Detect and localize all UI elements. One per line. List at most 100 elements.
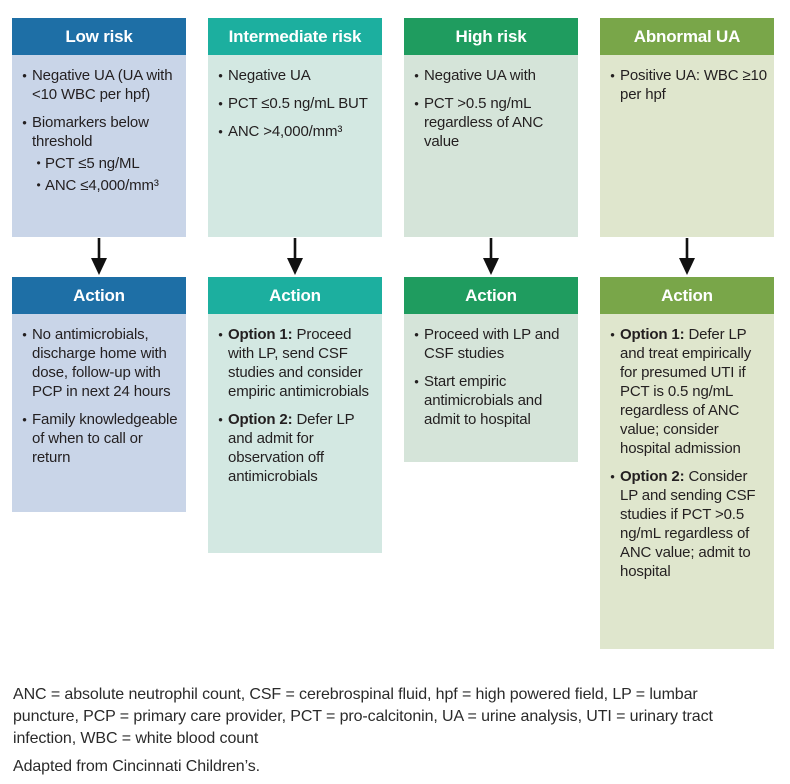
criteria-text: Negative UA bbox=[228, 67, 311, 84]
down-arrow-icon bbox=[12, 237, 186, 277]
option-label: Option 2: bbox=[228, 411, 293, 428]
criteria-header-label: Intermediate risk bbox=[228, 26, 362, 46]
criteria-body-abnormal-ua: • Positive UA: WBC ≥10 per hpf bbox=[600, 55, 774, 237]
criteria-box-abnormal-ua: Abnormal UA • Positive UA: WBC ≥10 per h… bbox=[600, 18, 774, 237]
down-arrow-icon bbox=[208, 237, 382, 277]
criteria-body-high-risk: • Negative UA with • PCT >0.5 ng/mL rega… bbox=[404, 55, 578, 237]
criteria-header-label: High risk bbox=[455, 26, 527, 46]
action-header-high-risk: Action bbox=[404, 277, 578, 314]
action-text-rest: Proceed with LP, send CSF studies and co… bbox=[228, 326, 369, 400]
criteria-text: Negative UA (UA with <10 WBC per hpf) bbox=[32, 67, 173, 103]
criteria-body-low-risk: • Negative UA (UA with <10 WBC per hpf) … bbox=[12, 55, 186, 237]
criteria-item: • Biomarkers below threshold bbox=[17, 113, 179, 151]
action-text: Option 2: Consider LP and sending CSF st… bbox=[620, 467, 767, 581]
criteria-text: PCT ≤0.5 ng/mL BUT bbox=[228, 95, 368, 112]
criteria-text: Positive UA: WBC ≥10 per hpf bbox=[620, 67, 767, 103]
source-attribution: Adapted from Cincinnati Children’s. bbox=[13, 758, 261, 775]
bullet-icon: • bbox=[414, 374, 419, 389]
action-item: • Family knowledgeable of when to call o… bbox=[17, 410, 179, 467]
criteria-text: Biomarkers below threshold bbox=[32, 114, 149, 150]
action-item: • Proceed with LP and CSF studies bbox=[409, 325, 571, 363]
action-header-label: Action bbox=[465, 285, 517, 305]
bullet-icon: • bbox=[22, 115, 27, 130]
abbreviations-text: ANC = absolute neutrophil count, CSF = c… bbox=[13, 686, 713, 747]
bullet-icon: • bbox=[218, 96, 223, 111]
criteria-box-intermediate-risk: Intermediate risk • Negative UA • PCT ≤0… bbox=[208, 18, 382, 237]
action-header-intermediate-risk: Action bbox=[208, 277, 382, 314]
criteria-item: • ANC >4,000/mm³ bbox=[213, 122, 375, 141]
action-text: No antimicrobials, discharge home with d… bbox=[32, 326, 171, 400]
criteria-item: • Negative UA (UA with <10 WBC per hpf) bbox=[17, 66, 179, 104]
criteria-item: • Negative UA bbox=[213, 66, 375, 85]
column-high-risk: High risk • Negative UA with • PCT >0.5 … bbox=[404, 18, 578, 462]
action-header-low-risk: Action bbox=[12, 277, 186, 314]
columns-row: Low risk • Negative UA (UA with <10 WBC … bbox=[12, 18, 774, 649]
action-item: • Option 2: Defer LP and admit for obser… bbox=[213, 410, 375, 486]
action-text-rest: Defer LP and treat empirically for presu… bbox=[620, 326, 752, 457]
bullet-icon: • bbox=[22, 327, 27, 342]
action-body-low-risk: • No antimicrobials, discharge home with… bbox=[12, 314, 186, 512]
action-text: Family knowledgeable of when to call or … bbox=[32, 411, 178, 466]
bullet-icon: • bbox=[218, 412, 223, 427]
action-header-label: Action bbox=[269, 285, 321, 305]
action-box-low-risk: Action • No antimicrobials, discharge ho… bbox=[12, 277, 186, 512]
action-item: • No antimicrobials, discharge home with… bbox=[17, 325, 179, 401]
criteria-box-high-risk: High risk • Negative UA with • PCT >0.5 … bbox=[404, 18, 578, 237]
column-abnormal-ua: Abnormal UA • Positive UA: WBC ≥10 per h… bbox=[600, 18, 774, 649]
action-text-rest: Defer LP and admit for observation off a… bbox=[228, 411, 355, 485]
action-header-abnormal-ua: Action bbox=[600, 277, 774, 314]
action-text: Option 2: Defer LP and admit for observa… bbox=[228, 410, 375, 486]
criteria-subitem: • ANC ≤4,000/mm³ bbox=[32, 176, 179, 195]
bullet-icon: • bbox=[22, 412, 27, 427]
criteria-item: • Negative UA with bbox=[409, 66, 571, 85]
action-box-high-risk: Action • Proceed with LP and CSF studies… bbox=[404, 277, 578, 462]
option-label: Option 2: bbox=[620, 468, 685, 485]
action-item: • Option 1: Defer LP and treat empirical… bbox=[605, 325, 767, 458]
action-header-label: Action bbox=[73, 285, 125, 305]
criteria-header-low-risk: Low risk bbox=[12, 18, 186, 55]
criteria-item: • Positive UA: WBC ≥10 per hpf bbox=[605, 66, 767, 104]
action-header-label: Action bbox=[661, 285, 713, 305]
bullet-icon: • bbox=[218, 327, 223, 342]
bullet-icon: • bbox=[218, 68, 223, 83]
action-body-abnormal-ua: • Option 1: Defer LP and treat empirical… bbox=[600, 314, 774, 649]
bullet-icon: • bbox=[36, 156, 41, 170]
down-arrow-icon bbox=[600, 237, 774, 277]
criteria-header-intermediate-risk: Intermediate risk bbox=[208, 18, 382, 55]
criteria-subitem: • PCT ≤5 ng/ML bbox=[32, 154, 179, 173]
action-box-abnormal-ua: Action • Option 1: Defer LP and treat em… bbox=[600, 277, 774, 649]
action-body-intermediate-risk: • Option 1: Proceed with LP, send CSF st… bbox=[208, 314, 382, 553]
bullet-icon: • bbox=[414, 327, 419, 342]
bullet-icon: • bbox=[610, 68, 615, 83]
action-item: • Option 1: Proceed with LP, send CSF st… bbox=[213, 325, 375, 401]
action-item: • Start empiric antimicrobials and admit… bbox=[409, 372, 571, 429]
action-text-rest: Consider LP and sending CSF studies if P… bbox=[620, 468, 756, 580]
criteria-text: PCT ≤5 ng/ML bbox=[45, 155, 140, 172]
criteria-header-high-risk: High risk bbox=[404, 18, 578, 55]
criteria-item: • PCT ≤0.5 ng/mL BUT bbox=[213, 94, 375, 113]
down-arrow-icon bbox=[404, 237, 578, 277]
column-intermediate-risk: Intermediate risk • Negative UA • PCT ≤0… bbox=[208, 18, 382, 553]
action-body-high-risk: • Proceed with LP and CSF studies • Star… bbox=[404, 314, 578, 462]
criteria-item: • PCT >0.5 ng/mL regardless of ANC value bbox=[409, 94, 571, 151]
criteria-body-intermediate-risk: • Negative UA • PCT ≤0.5 ng/mL BUT • ANC… bbox=[208, 55, 382, 237]
action-text: Proceed with LP and CSF studies bbox=[424, 326, 560, 362]
bullet-icon: • bbox=[218, 124, 223, 139]
criteria-box-low-risk: Low risk • Negative UA (UA with <10 WBC … bbox=[12, 18, 186, 237]
criteria-header-label: Abnormal UA bbox=[633, 26, 741, 46]
criteria-text: PCT >0.5 ng/mL regardless of ANC value bbox=[424, 95, 544, 150]
criteria-text: ANC >4,000/mm³ bbox=[228, 123, 343, 140]
action-text: Option 1: Proceed with LP, send CSF stud… bbox=[228, 325, 375, 401]
bullet-icon: • bbox=[414, 68, 419, 83]
action-item: • Option 2: Consider LP and sending CSF … bbox=[605, 467, 767, 581]
option-label: Option 1: bbox=[228, 326, 293, 343]
bullet-icon: • bbox=[36, 178, 41, 192]
action-text: Start empiric antimicrobials and admit t… bbox=[424, 373, 543, 428]
criteria-header-abnormal-ua: Abnormal UA bbox=[600, 18, 774, 55]
criteria-header-label: Low risk bbox=[65, 26, 133, 46]
bullet-icon: • bbox=[414, 96, 419, 111]
action-box-intermediate-risk: Action • Option 1: Proceed with LP, send… bbox=[208, 277, 382, 553]
criteria-text: ANC ≤4,000/mm³ bbox=[45, 177, 159, 194]
option-label: Option 1: bbox=[620, 326, 685, 343]
